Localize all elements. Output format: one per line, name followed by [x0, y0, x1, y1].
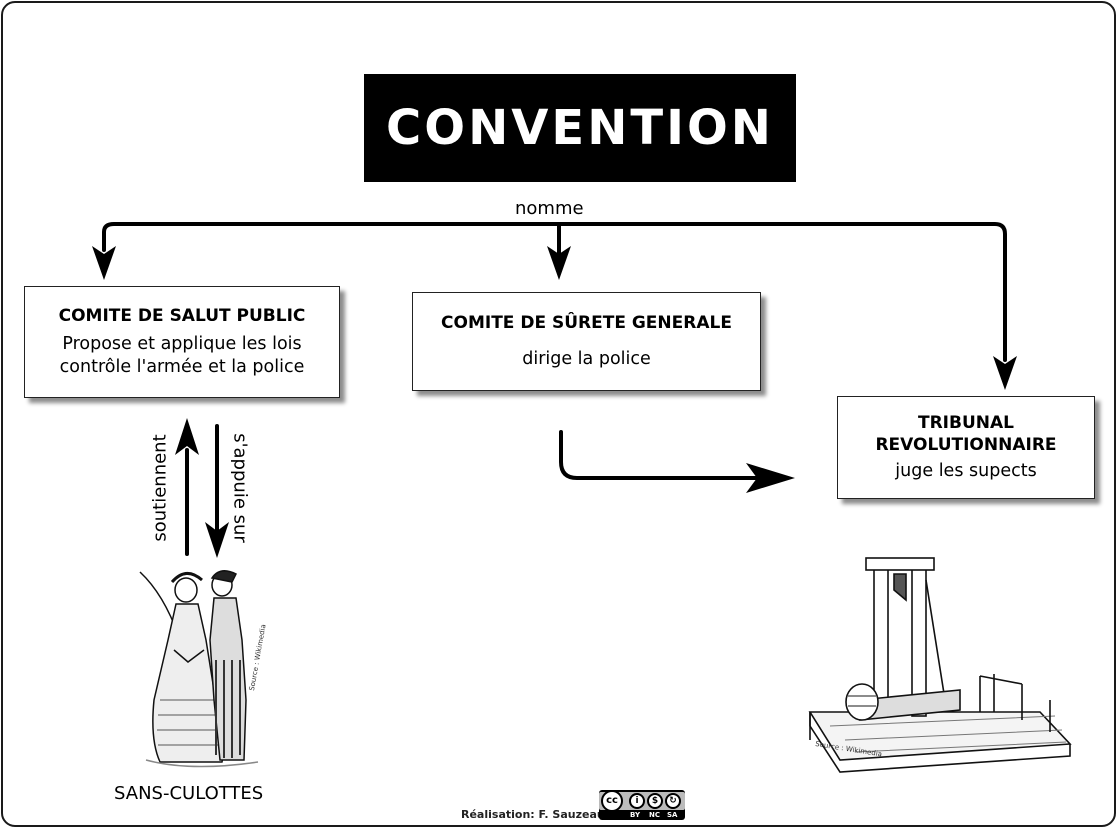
license-by: BY — [630, 811, 641, 819]
cc-icon: cc — [601, 790, 623, 812]
csg-desc: dirige la police — [522, 349, 651, 369]
csp-desc-line1: Propose et applique les lois — [62, 334, 302, 354]
tribunal-desc: juge les supects — [895, 461, 1037, 481]
csp-title: COMITE DE SALUT PUBLIC — [58, 306, 306, 326]
arrowhead-appuie — [205, 522, 229, 558]
arrowhead-to-tribunal — [993, 356, 1017, 390]
csp-desc-line2: contrôle l'armée et la police — [59, 357, 305, 377]
convention-title-box: CONVENTION — [364, 74, 796, 182]
convention-title: CONVENTION — [386, 100, 774, 156]
tribunal-revolutionnaire-box: TRIBUNAL REVOLUTIONNAIRE juge les supect… — [837, 396, 1095, 499]
sans-culottes-label: SANS-CULOTTES — [114, 783, 264, 804]
comite-surete-generale-box: COMITE DE SÛRETE GENERALE dirige la poli… — [412, 292, 761, 391]
nomme-label: nomme — [515, 198, 584, 219]
arrowhead-to-csg — [547, 246, 571, 280]
license-nc: NC — [649, 811, 660, 819]
sa-icon: ↻ — [665, 793, 681, 809]
comite-salut-public-box: COMITE DE SALUT PUBLIC Propose et appliq… — [24, 286, 340, 398]
arrowhead-soutiennent — [175, 418, 199, 455]
cc-license-badge: cc i $ ↻ BY NC SA — [599, 790, 685, 820]
license-sa: SA — [667, 811, 678, 819]
tribunal-title-line1: TRIBUNAL — [918, 413, 1014, 433]
credit-text: Réalisation: F. Sauzeau — [461, 808, 605, 821]
csg-to-tribunal-line — [559, 430, 762, 480]
arrowhead-to-csp — [92, 246, 116, 280]
csg-title: COMITE DE SÛRETE GENERALE — [441, 313, 732, 333]
tribunal-title-line2: REVOLUTIONNAIRE — [875, 435, 1057, 455]
nomme-bracket-line — [102, 222, 1007, 362]
by-icon: i — [629, 793, 645, 809]
nc-icon: $ — [647, 793, 663, 809]
arrowhead-csg-to-tribunal — [746, 463, 795, 493]
